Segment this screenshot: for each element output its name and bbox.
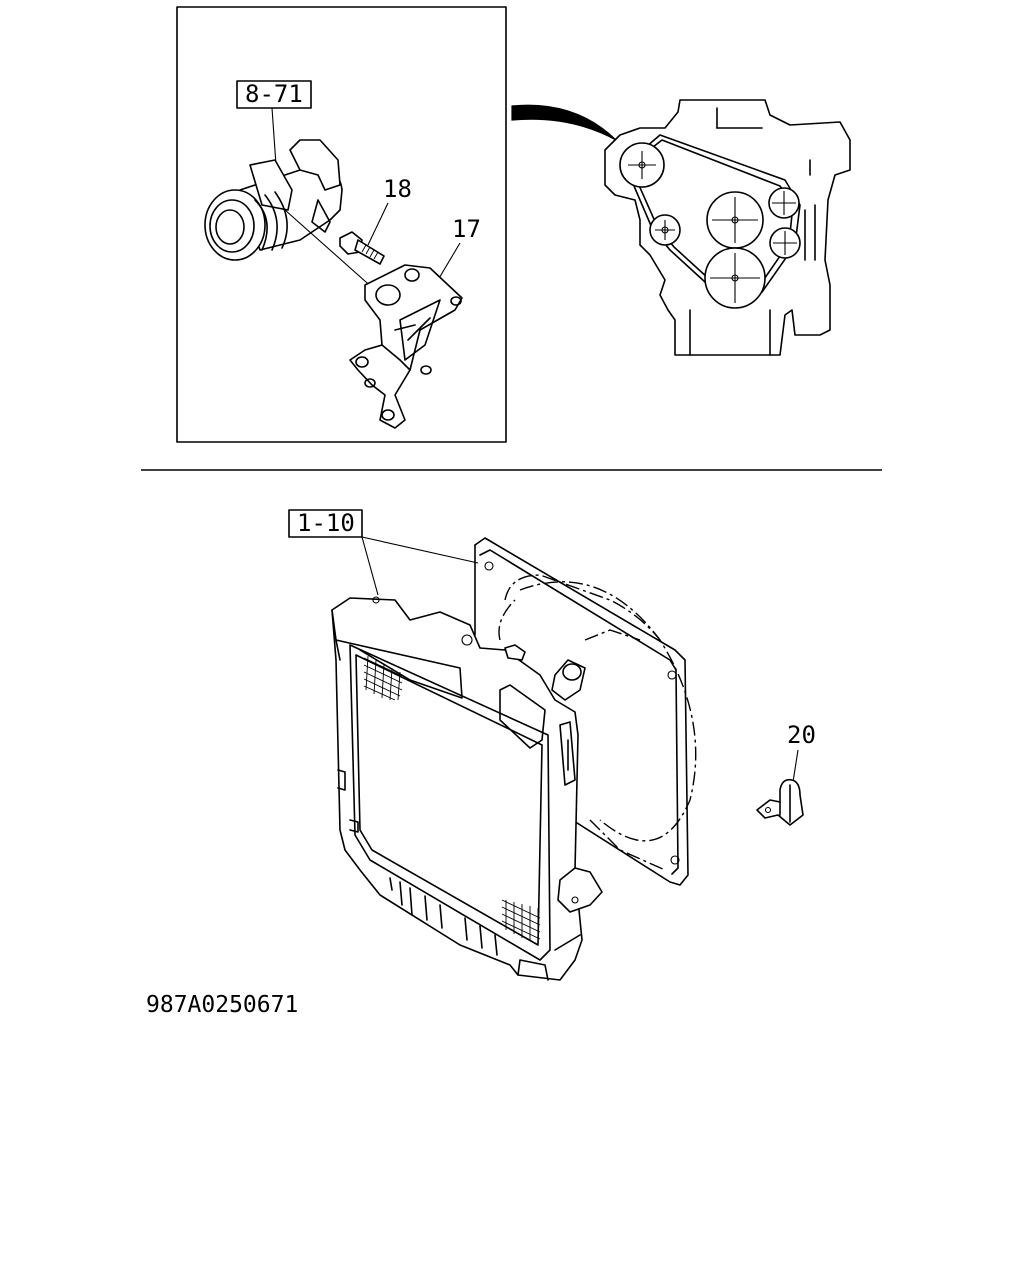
bracket-drawing [349,264,463,429]
bracket-17-callout[interactable]: 17 [434,215,481,286]
bolt-number: 18 [383,175,412,203]
clip-drawing [756,778,804,826]
compressor-ref-callout[interactable]: 8-71 [236,80,312,166]
bracket-number: 17 [452,215,481,243]
bolt-18-callout[interactable]: 18 [367,175,412,246]
compressor-ref-label: 8-71 [245,80,303,108]
drawing-code: 987A0250671 [146,992,298,1018]
detail-frame [176,6,507,443]
compressor-drawing [204,139,343,261]
engine-front-drawing [604,99,851,356]
radiator-ref-callout[interactable]: 1-10 [288,509,479,596]
belt-drive-drawing [619,134,801,309]
core-hatch-lower [501,899,541,942]
core-hatch-upper [363,655,403,701]
bolt-drawing [339,231,385,265]
view-arrow [511,104,617,141]
fan-shroud-drawing [474,537,697,886]
radiator-ref-label: 1-10 [297,509,355,537]
clip-20-callout[interactable]: 20 [787,721,816,783]
radiator-drawing [331,596,603,981]
clip-number: 20 [787,721,816,749]
